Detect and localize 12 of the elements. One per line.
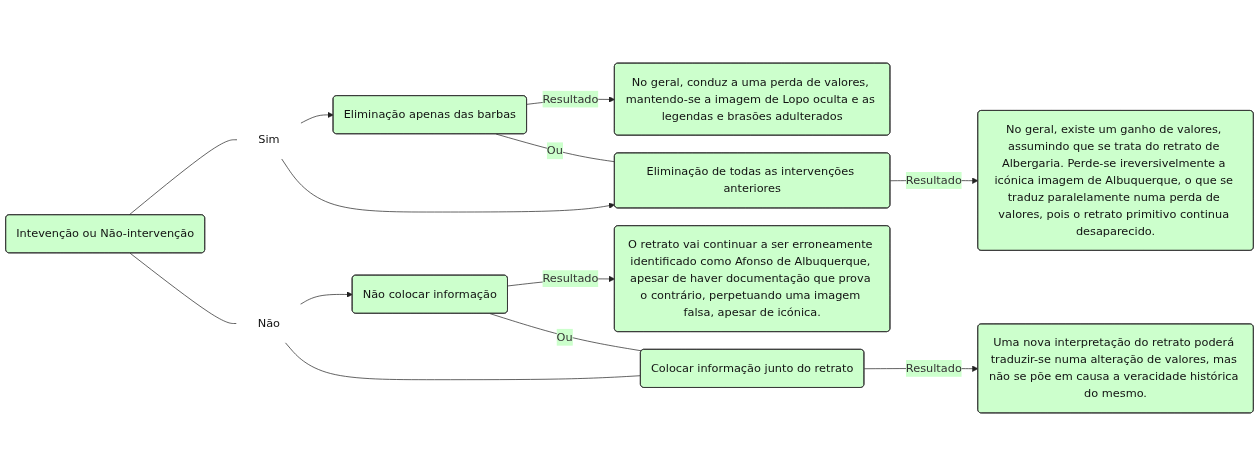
node-text: Não bbox=[257, 316, 281, 330]
connector bbox=[128, 139, 238, 216]
connector bbox=[129, 252, 237, 324]
edge-label: Ou bbox=[556, 330, 573, 344]
node-text: Sim bbox=[258, 132, 280, 147]
edge-label: Resultado bbox=[542, 92, 599, 106]
connector bbox=[284, 342, 642, 381]
edge-label: Ou bbox=[546, 143, 563, 158]
connector bbox=[495, 133, 616, 163]
edge-label: Resultado bbox=[905, 361, 962, 375]
edge-label: Resultado bbox=[905, 173, 962, 187]
edge-label: Resultado bbox=[542, 271, 599, 285]
